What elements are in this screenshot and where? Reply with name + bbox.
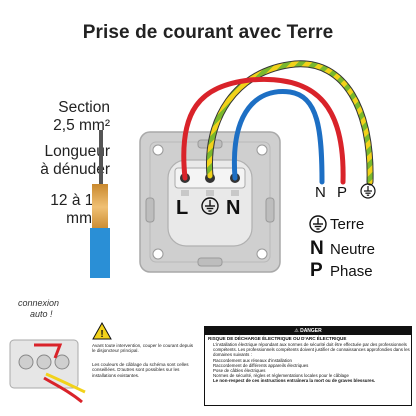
strip-length-label-2: à dénuder <box>40 161 110 178</box>
mounting-slot-left <box>145 197 155 223</box>
connector-port-2 <box>36 354 52 370</box>
danger-notice: ⚠ DANGER RISQUE DE DÉCHARGE ÉLECTRIQUE O… <box>204 326 412 406</box>
danger-list: L'installation électrique répondant aux … <box>205 342 411 384</box>
strip-length-label-1: Longueur <box>44 143 110 160</box>
screw-hole-tl <box>152 144 164 156</box>
page-title: Prise de courant avec Terre <box>82 22 334 43</box>
danger-item: Pose de câbles électriques <box>213 368 411 373</box>
screw-hole-bl <box>152 248 164 260</box>
danger-item: Raccordement de différents appareils éle… <box>213 363 411 368</box>
legend-phase-symbol: P <box>310 260 323 281</box>
screw-hole-tr <box>256 144 268 156</box>
wire-label-earth-icon <box>360 183 376 199</box>
release-button-neutral <box>231 190 239 196</box>
legend-earth-icon <box>309 215 327 233</box>
connexion-label-1: connexion <box>18 298 60 308</box>
danger-item: Raccordement aux réseaux d'installation <box>213 358 411 363</box>
danger-subheader: RISQUE DE DÉCHARGE ÉLECTRIQUE OU D'ARC É… <box>208 336 347 341</box>
connector-arrow <box>34 343 63 359</box>
connector-port-3 <box>54 354 70 370</box>
strip-length-bracket <box>99 130 103 186</box>
wire-label-phase: P <box>337 184 347 201</box>
svg-text:!: ! <box>100 329 103 340</box>
neutral-wire <box>231 89 325 185</box>
legend-phase-label: Phase <box>330 263 373 280</box>
wire-insulation <box>90 228 110 278</box>
auto-connector-illustration <box>9 339 86 404</box>
legend-earth-label: Terre <box>330 216 365 233</box>
release-button-phase <box>181 190 189 196</box>
stripped-wire <box>90 130 110 278</box>
mounting-slot-bottom <box>197 257 223 267</box>
danger-item: Le non-respect de ces instructions entra… <box>213 378 411 383</box>
release-button-earth <box>206 190 214 196</box>
connector-port-1 <box>18 354 34 370</box>
danger-header: ⚠ DANGER <box>205 327 411 335</box>
strip-length-value-2: mm <box>66 210 92 227</box>
terminal-label-l: L <box>176 197 188 219</box>
legend-neutral-symbol: N <box>310 238 324 259</box>
copper-core <box>92 184 108 230</box>
phase-wire <box>181 76 346 185</box>
earth-wire <box>206 61 373 185</box>
strip-length-value-1: 12 à 15 <box>50 192 102 209</box>
mounting-slot-right <box>265 197 275 223</box>
caution-text-power: Avant toute intervention, couper le cour… <box>92 343 194 354</box>
connector-wire-red <box>43 376 83 404</box>
wire-label-neutral: N <box>315 184 326 201</box>
legend-neutral-label: Neutre <box>330 241 376 258</box>
earth-symbol-terminal <box>201 197 219 215</box>
connexion-label-2: auto ! <box>30 309 53 319</box>
caution-triangle-icon: ! <box>92 321 112 340</box>
section-value: 2,5 mm² <box>53 117 110 134</box>
terminal-label-n: N <box>226 197 240 219</box>
connector-wire-yellow <box>45 372 86 394</box>
danger-item: L'installation électrique répondant aux … <box>213 342 411 358</box>
caution-text-colors: Les couleurs de câblage du schéma sont c… <box>92 362 189 378</box>
section-label: Section <box>58 99 110 116</box>
screw-hole-br <box>256 248 268 260</box>
danger-item: Normes de sécurité, règles et réglementa… <box>213 373 411 378</box>
